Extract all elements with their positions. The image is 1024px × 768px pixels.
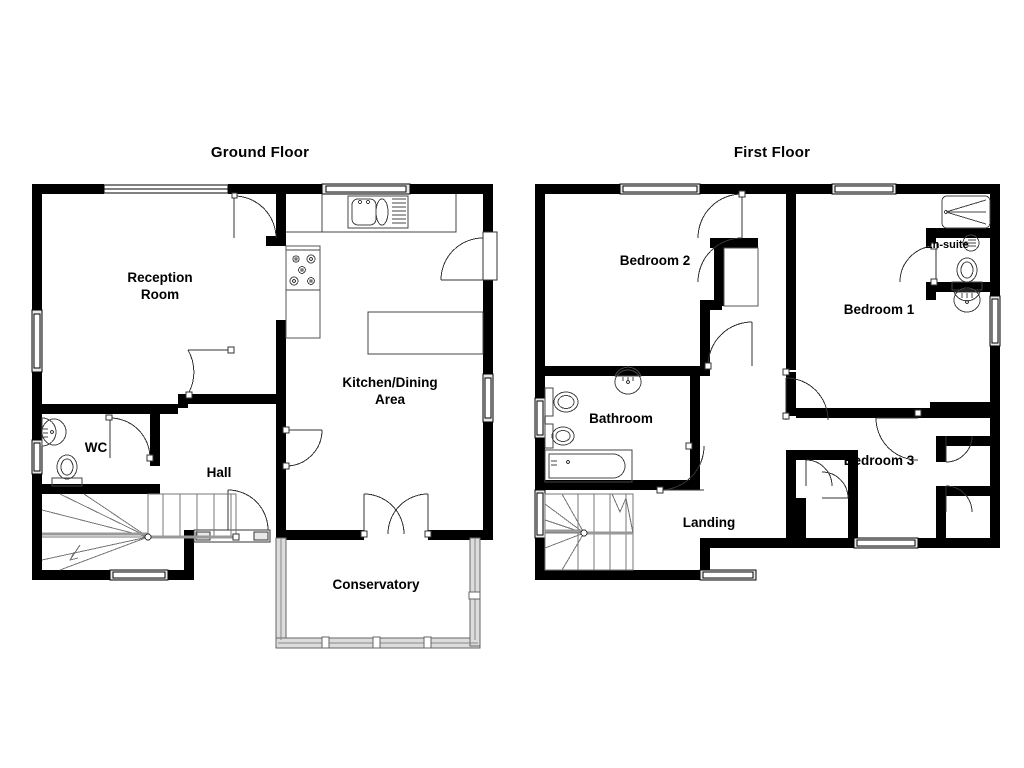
first-staircase (544, 493, 634, 571)
ground-doors (105, 192, 498, 543)
window-bedroom1-right (989, 295, 1001, 347)
door-wc (105, 414, 154, 462)
side-door-kitchen (440, 231, 498, 281)
ground-fixtures (285, 194, 484, 355)
label-wc: WC (85, 440, 108, 455)
ensuite-toilet (951, 257, 983, 291)
first-floor-title: First Floor (733, 144, 811, 161)
first-floor-plan: Bedroom 2 Bedroom 1 En-suite Bathroom Be… (534, 183, 1001, 581)
ensuite-shower-head (962, 234, 980, 252)
wc-fixtures (41, 417, 83, 487)
bathroom-bidet (544, 423, 575, 449)
wc-toilet (51, 454, 83, 487)
door-airing-cupboard (723, 247, 759, 307)
label-conservatory: Conservatory (332, 577, 420, 592)
door-bathroom (656, 442, 705, 494)
window-reception-left (31, 309, 43, 373)
conservatory-structure (275, 537, 481, 649)
bathroom-bath (544, 449, 633, 483)
ground-windows (31, 183, 494, 581)
wc-basin (41, 417, 67, 447)
window-bedroom2-top (619, 183, 701, 195)
kitchen-hob (285, 249, 321, 291)
label-bedroom-1: Bedroom 1 (844, 302, 915, 317)
door-ensuite (899, 242, 938, 286)
french-doors-conservatory (360, 493, 432, 538)
label-landing: Landing (683, 515, 736, 530)
ensuite-shower-tray (941, 195, 991, 229)
window-wc-left (31, 439, 43, 475)
door-reception-hall (185, 346, 235, 399)
first-doors (656, 190, 973, 513)
front-door (193, 489, 271, 543)
cupboard-doors-bedroom3-left (805, 459, 849, 499)
ensuite-fixtures (941, 195, 991, 313)
door-bedroom1 (782, 368, 829, 421)
bathroom-fixtures (544, 366, 642, 483)
door-bedroom2-landing (704, 321, 753, 370)
window-kitchen-top (321, 183, 411, 195)
ground-floor-title: Ground Floor (210, 144, 310, 161)
kitchen-island (367, 311, 484, 355)
bathroom-toilet (544, 387, 579, 417)
label-ensuite: En-suite (925, 239, 968, 251)
label-hall: Hall (207, 465, 232, 480)
door-reception-lobby (231, 192, 277, 239)
door-kitchen-hall (282, 426, 323, 470)
window-landing-bottom (699, 569, 757, 581)
door-bedroom2 (697, 190, 746, 283)
ensuite-basin (953, 287, 981, 313)
label-bathroom: Bathroom (589, 411, 653, 426)
window-reception-top (103, 184, 229, 194)
ground-staircase (41, 493, 240, 571)
window-bathroom-left (534, 397, 546, 439)
label-bedroom-2: Bedroom 2 (620, 253, 691, 268)
kitchen-sink (347, 195, 409, 229)
window-bedroom3-bottom (853, 537, 919, 549)
window-landing-left (534, 489, 546, 539)
window-kitchen-right-upper (482, 373, 494, 423)
first-windows (534, 183, 1001, 581)
door-bedroom3 (875, 409, 922, 461)
cupboard-doors-bedroom3-right (945, 435, 973, 513)
label-bedroom-3: Bedroom 3 (844, 453, 915, 468)
bathroom-basin (614, 366, 642, 395)
window-bedroom1-top (831, 183, 897, 195)
window-stairs-bottom (109, 569, 169, 581)
first-walls (535, 184, 1000, 580)
